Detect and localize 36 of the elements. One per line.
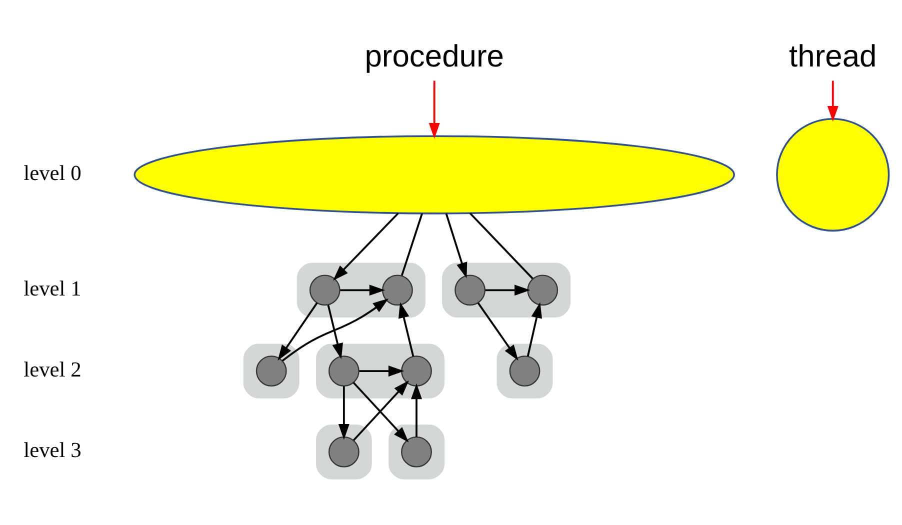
arrow <box>327 304 343 360</box>
node-circle <box>776 118 890 232</box>
arrow <box>428 80 440 139</box>
arrow <box>411 383 422 437</box>
node-circle <box>256 356 287 387</box>
arrow <box>485 284 530 296</box>
node-circle <box>509 356 540 387</box>
arrow <box>359 366 404 377</box>
node-circle <box>309 274 340 306</box>
node-text: thread <box>789 38 877 74</box>
arrow <box>278 302 318 361</box>
arrow <box>477 302 518 361</box>
node-circle <box>454 274 486 306</box>
node-circle <box>328 436 360 468</box>
connector <box>400 213 423 276</box>
arrow <box>282 298 389 362</box>
node-circle <box>328 356 360 387</box>
arrow <box>526 302 542 357</box>
node-ellipse <box>134 135 736 214</box>
node-circle <box>401 436 432 468</box>
arrow <box>827 80 838 122</box>
arrow <box>398 302 414 357</box>
connector <box>469 212 534 280</box>
label: level 2 <box>24 357 82 382</box>
label: level 3 <box>24 438 82 462</box>
node-text: procedure <box>364 38 504 74</box>
arrow <box>333 212 399 281</box>
node-circle <box>527 274 558 306</box>
node-circle <box>382 274 413 306</box>
cluster <box>388 424 444 480</box>
node-circle <box>401 356 432 387</box>
label: level 1 <box>24 276 82 300</box>
arrow <box>338 386 350 440</box>
arrow <box>340 284 386 296</box>
arrow <box>445 213 468 278</box>
label: level 0 <box>24 160 82 185</box>
